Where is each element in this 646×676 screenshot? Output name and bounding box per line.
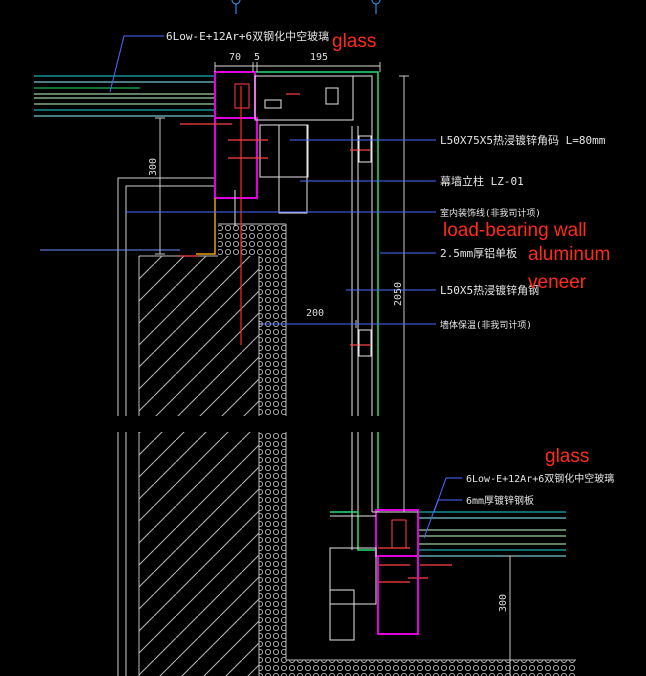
grid-markers — [231, 0, 381, 14]
label-glass-bottom-spec: 6Low-E+12Ar+6双钢化中空玻璃 — [466, 472, 614, 485]
dim-5: 5 — [254, 52, 260, 63]
wall-insulation — [218, 223, 576, 676]
load-bearing-wall — [138, 255, 260, 676]
dimension-lines — [155, 62, 515, 676]
dim-195: 195 — [310, 52, 328, 63]
glass-panel-top — [34, 75, 215, 117]
interior-finish — [40, 177, 215, 676]
label-wall-insulation: 墙体保温(非我司计项) — [440, 319, 532, 331]
label-glass-top-spec: 6Low-E+12Ar+6双钢化中空玻璃 — [166, 29, 329, 43]
angle-cleats — [358, 135, 372, 357]
leader-lines — [109, 35, 462, 539]
break-gap — [0, 416, 646, 432]
annotation-glass-bottom: glass — [545, 446, 589, 467]
annotation-glass-top: glass — [332, 31, 376, 52]
mullion-top — [196, 71, 354, 345]
dim-70: 70 — [229, 52, 241, 63]
label-angle-steel-1: L50X75X5热浸镀锌角码 L=80mm — [440, 133, 606, 147]
dim-2050: 2050 — [393, 282, 404, 306]
mullion-bottom — [329, 509, 419, 641]
annotation-veneer: veneer — [528, 272, 587, 293]
glass-panel-bottom — [418, 511, 566, 557]
annotation-aluminum: aluminum — [528, 244, 610, 265]
dim-300-left: 300 — [148, 158, 159, 176]
label-steel-plate: 6mm厚镀锌钢板 — [466, 494, 534, 507]
dim-300-right: 300 — [498, 594, 509, 612]
annotation-load-bearing-wall: load-bearing wall — [443, 220, 587, 241]
label-mullion: 幕墙立柱 LZ-01 — [440, 174, 524, 188]
label-aluminum-sheet: 2.5mm厚铝单板 — [440, 246, 517, 260]
dim-200: 200 — [306, 308, 324, 319]
label-indoor-finish: 室内装饰线(非我司计项) — [440, 207, 541, 219]
label-angle-steel-2: L50X5热浸镀锌角钢 — [440, 283, 539, 297]
